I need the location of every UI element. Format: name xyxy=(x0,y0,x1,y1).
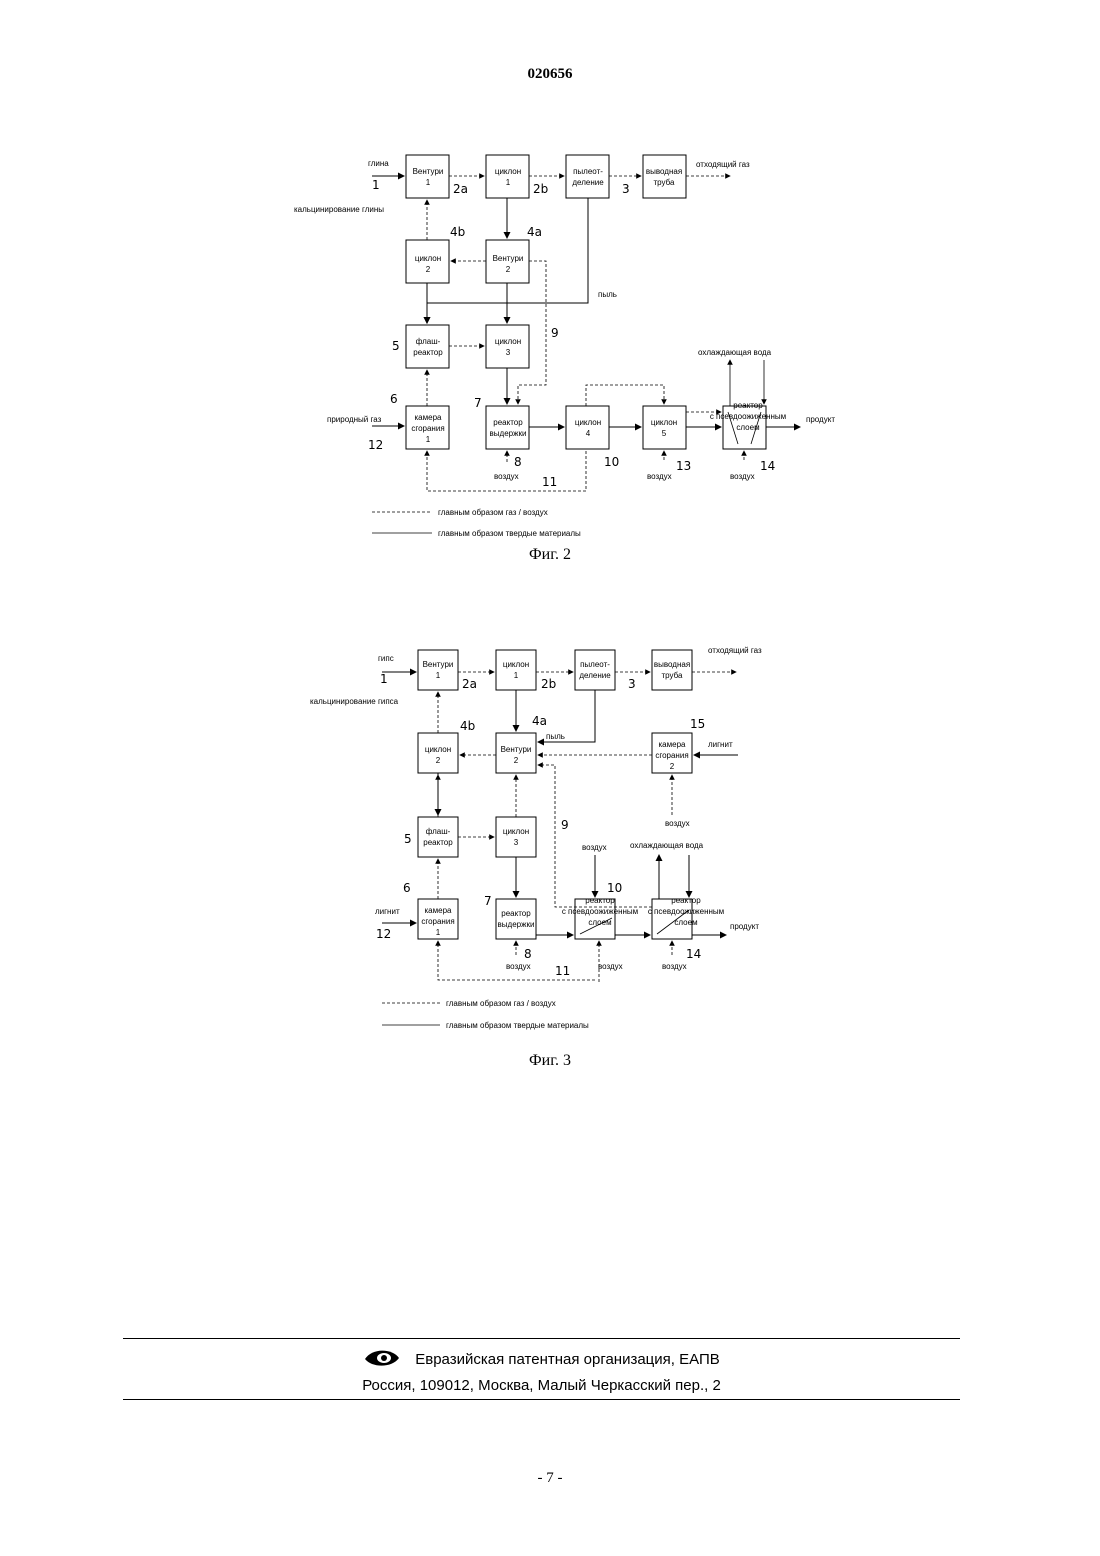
air-label: воздух xyxy=(582,843,607,852)
page-number: - 7 - xyxy=(0,1470,1100,1487)
ref-number: 2b xyxy=(541,677,556,691)
ref-number: 1 xyxy=(380,672,388,686)
cyclone-4-box xyxy=(566,406,609,449)
air-label: воздух xyxy=(647,472,672,481)
footer: Евразийская патентная организация, ЕАПВ … xyxy=(123,1338,960,1400)
air-label: воздух xyxy=(506,962,531,971)
air-label: воздух xyxy=(494,472,519,481)
legend-gas-label: главным образом газ / воздух xyxy=(438,508,548,517)
flash-reactor-box xyxy=(418,817,458,857)
air-label: воздух xyxy=(665,819,690,828)
ref-number: 10 xyxy=(607,881,622,895)
dust-separation-box xyxy=(566,155,609,198)
air-label: воздух xyxy=(662,962,687,971)
venturi-1-box xyxy=(406,155,449,198)
ref-number: 6 xyxy=(403,881,411,895)
product-label: продукт xyxy=(730,922,759,931)
stack-box xyxy=(652,650,692,690)
ref-number: 10 xyxy=(604,455,619,469)
ref-number: 4b xyxy=(450,225,465,239)
legend-gas-label: главным образом газ / воздух xyxy=(446,999,556,1008)
ref-number: 8 xyxy=(524,947,532,961)
cyclone-1-box xyxy=(486,155,529,198)
ref-number: 4a xyxy=(527,225,542,239)
organization-name: Евразийская патентная организация, ЕАПВ xyxy=(415,1351,720,1368)
ref-number: 3 xyxy=(622,182,630,196)
gas-flow-line xyxy=(586,385,664,406)
legend-solid-label: главным образом твердые материалы xyxy=(438,529,581,538)
figure-2-diagram: Вентури1 циклон1 пылеот-деление выводная… xyxy=(0,140,1100,550)
air-label: воздух xyxy=(598,962,623,971)
ref-number: 2b xyxy=(533,182,548,196)
ref-number: 7 xyxy=(474,396,482,410)
natural-gas-label: природный газ xyxy=(327,415,382,424)
dust-label: пыль xyxy=(598,290,617,299)
offgas-label: отходящий газ xyxy=(696,160,750,169)
offgas-label: отходящий газ xyxy=(708,646,762,655)
gypsum-calcination-label: кальцинирование гипса xyxy=(310,697,399,706)
ref-number: 11 xyxy=(555,964,570,978)
clay-label: глина xyxy=(368,159,389,168)
ref-number: 9 xyxy=(561,818,569,832)
ref-number: 3 xyxy=(628,677,636,691)
ref-number: 11 xyxy=(542,475,557,489)
eapo-eye-logo-icon xyxy=(363,1347,401,1373)
clay-calcination-label: кальцинирование глины xyxy=(294,205,384,214)
ref-number: 13 xyxy=(676,459,691,473)
fluid-bed-reactor-1-label: реакторс псевдоожиженнымслоем xyxy=(562,896,638,927)
air-label: воздух xyxy=(730,472,755,481)
figure-2-caption: Фиг. 2 xyxy=(0,546,1100,564)
holding-reactor-box xyxy=(496,899,536,939)
footer-org-line: Евразийская патентная организация, ЕАПВ xyxy=(123,1347,960,1373)
ref-number: 7 xyxy=(484,894,492,908)
gas-flow-line xyxy=(427,451,586,491)
ref-number: 2a xyxy=(453,182,468,196)
cyclone-3-box xyxy=(486,325,529,368)
cyclone-3-box xyxy=(496,817,536,857)
ref-number: 4a xyxy=(532,714,547,728)
cooling-water-label: охлаждающая вода xyxy=(698,348,772,357)
organization-address: Россия, 109012, Москва, Малый Черкасский… xyxy=(123,1377,960,1394)
dust-separation-box xyxy=(575,650,615,690)
ref-number: 15 xyxy=(690,717,705,731)
cooling-water-label: охлаждающая вода xyxy=(630,841,704,850)
ref-number: 5 xyxy=(404,832,412,846)
ref-number: 14 xyxy=(760,459,775,473)
cyclone-5-box xyxy=(643,406,686,449)
figure-3-diagram: Вентури1 циклон1 пылеот-деление выводная… xyxy=(0,635,1100,1045)
stack-box xyxy=(643,155,686,198)
cyclone-1-box xyxy=(496,650,536,690)
holding-reactor-box xyxy=(486,406,529,449)
flash-reactor-box xyxy=(406,325,449,368)
ref-number: 14 xyxy=(686,947,701,961)
ref-number: 12 xyxy=(368,438,383,452)
ref-number: 4b xyxy=(460,719,475,733)
ref-number: 8 xyxy=(514,455,522,469)
ref-number: 1 xyxy=(372,178,380,192)
ref-number: 5 xyxy=(392,339,400,353)
dust-label: пыль xyxy=(546,732,565,741)
venturi-1-box xyxy=(418,650,458,690)
gas-flow-line xyxy=(438,941,595,980)
gypsum-label: гипс xyxy=(378,654,394,663)
lignite-label: лигнит xyxy=(375,907,400,916)
lignite-label: лигнит xyxy=(708,740,733,749)
ref-number: 6 xyxy=(390,392,398,406)
patent-number: 020656 xyxy=(0,66,1100,83)
ref-number: 12 xyxy=(376,927,391,941)
legend-solid-label: главным образом твердые материалы xyxy=(446,1021,589,1030)
figure-3-caption: Фиг. 3 xyxy=(0,1052,1100,1070)
product-label: продукт xyxy=(806,415,835,424)
ref-number: 2a xyxy=(462,677,477,691)
ref-number: 9 xyxy=(551,326,559,340)
